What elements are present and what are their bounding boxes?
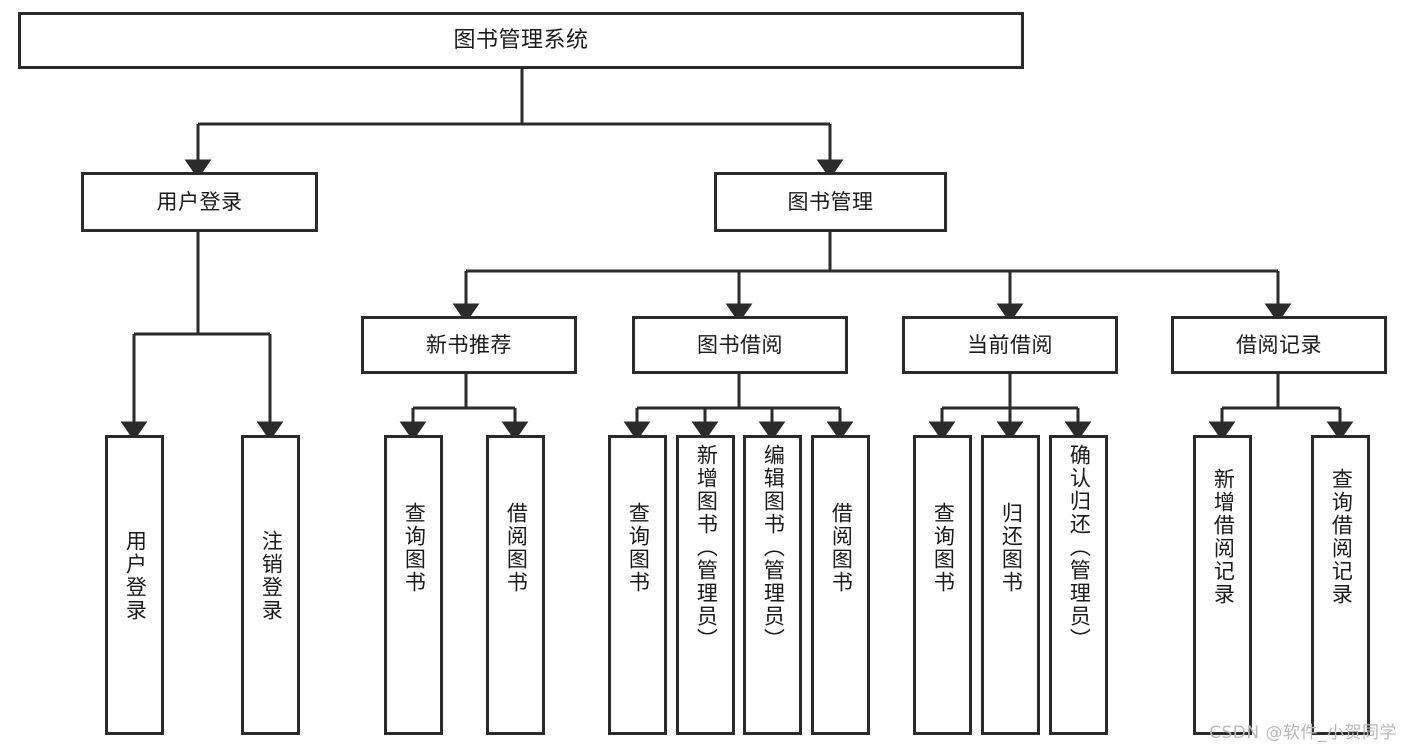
node-label: 图书管理 [787,189,874,214]
node-leaf-edit-book-admin[interactable]: 编辑图书（管理员） [743,435,802,735]
node-label: 注销登录 [259,530,284,622]
node-label: 当前借阅 [967,332,1053,357]
node-label: 新增借阅记录 [1211,468,1236,606]
node-label: 归还图书 [999,502,1024,594]
node-leaf-return-book[interactable]: 归还图书 [981,435,1040,735]
node-label: 确认归还（管理员） [1067,444,1092,651]
node-borrow-record[interactable]: 借阅记录 [1171,316,1387,374]
node-new-book-recommend[interactable]: 新书推荐 [361,316,577,374]
node-label: 查询图书 [931,502,956,594]
node-leaf-confirm-return-admin[interactable]: 确认归还（管理员） [1049,435,1108,735]
node-leaf-query-book-1[interactable]: 查询图书 [384,435,443,735]
node-label: 用户登录 [123,530,148,622]
node-label: 查询图书 [402,502,427,594]
node-label: 图书借阅 [697,332,783,357]
node-label: 新书推荐 [426,332,512,357]
node-root-system[interactable]: 图书管理系统 [18,12,1024,69]
watermark-text: CSDN @软件_小贺同学 [1209,723,1397,743]
node-label: 借阅图书 [504,502,529,594]
node-leaf-user-login[interactable]: 用户登录 [105,435,164,735]
node-label: 查询借阅记录 [1329,468,1354,606]
node-user-login[interactable]: 用户登录 [81,172,318,232]
node-leaf-borrow-book-2[interactable]: 借阅图书 [811,435,870,735]
node-leaf-query-borrow-record[interactable]: 查询借阅记录 [1311,435,1370,735]
node-label: 编辑图书（管理员） [761,444,786,651]
node-label: 查询图书 [626,502,651,594]
node-book-borrow[interactable]: 图书借阅 [632,316,848,374]
node-label: 新增图书（管理员） [694,444,719,651]
node-leaf-logout-login[interactable]: 注销登录 [241,435,300,735]
node-label: 图书管理系统 [453,27,589,53]
node-book-manage[interactable]: 图书管理 [714,172,947,232]
node-leaf-query-book-3[interactable]: 查询图书 [913,435,972,735]
node-label: 用户登录 [156,189,243,214]
node-label: 借阅图书 [829,502,854,594]
node-label: 借阅记录 [1236,332,1322,357]
node-leaf-add-borrow-record[interactable]: 新增借阅记录 [1193,435,1252,735]
node-leaf-borrow-book-1[interactable]: 借阅图书 [486,435,545,735]
node-leaf-query-book-2[interactable]: 查询图书 [608,435,667,735]
node-current-borrow[interactable]: 当前借阅 [902,316,1118,374]
node-leaf-add-book-admin[interactable]: 新增图书（管理员） [676,435,735,735]
